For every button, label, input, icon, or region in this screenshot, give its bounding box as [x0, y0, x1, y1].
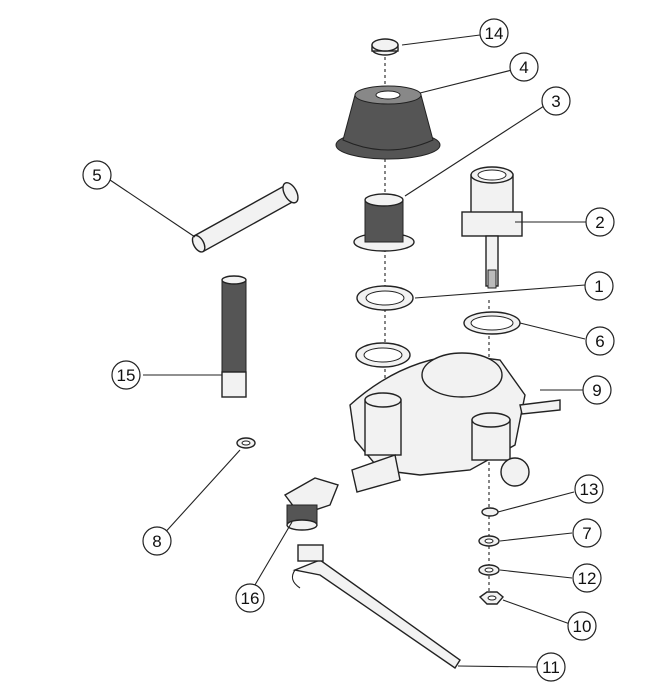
callout-number: 4 [519, 58, 528, 77]
callout-10: 10 [567, 611, 597, 641]
column-seal [355, 342, 411, 368]
callout-number: 8 [152, 532, 161, 551]
callout-circle [541, 86, 571, 116]
part-7-washer [478, 535, 500, 547]
callout-3: 3 [541, 86, 571, 116]
callout-number: 16 [241, 589, 260, 608]
callout-1: 1 [584, 271, 614, 301]
callout-11: 11 [536, 652, 566, 682]
callout-16: 16 [235, 583, 265, 613]
callout-circle [582, 375, 612, 405]
callout-circle [479, 18, 509, 48]
part-10-nut [478, 591, 504, 605]
callout-number: 15 [117, 366, 136, 385]
callout-14: 14 [479, 18, 509, 48]
callout-12: 12 [572, 563, 602, 593]
part-6-o-ring [463, 311, 521, 335]
callout-7: 7 [572, 518, 602, 548]
callout-number: 1 [594, 277, 603, 296]
callout-number: 10 [573, 617, 592, 636]
callout-number: 12 [578, 569, 597, 588]
callout-number: 9 [592, 381, 601, 400]
callout-circle [235, 583, 265, 613]
callout-8: 8 [142, 526, 172, 556]
part-15-hose [221, 275, 247, 398]
leader-lines [109, 34, 587, 668]
part-12-washer [478, 564, 500, 576]
callout-circle [536, 652, 566, 682]
part-11-heating-element [291, 544, 461, 669]
callout-number: 2 [595, 213, 604, 232]
callout-circle [567, 611, 597, 641]
callout-number: 13 [580, 480, 599, 499]
part-4-strainer-basket [335, 85, 441, 160]
callout-circle [509, 52, 539, 82]
part-3-filter-insert [353, 193, 415, 252]
part-13-washer [481, 507, 499, 517]
callout-circle [82, 160, 112, 190]
callout-circle [572, 563, 602, 593]
callout-circle [142, 526, 172, 556]
callout-6: 6 [585, 326, 615, 356]
part-2-valve [461, 166, 523, 289]
callout-4: 4 [509, 52, 539, 82]
callout-13: 13 [574, 474, 604, 504]
callout-circle [585, 326, 615, 356]
part-14-cap [371, 38, 399, 56]
callout-number: 3 [551, 92, 560, 111]
part-5-tube [191, 182, 299, 253]
callout-15: 15 [111, 360, 141, 390]
callout-circle [584, 271, 614, 301]
part-8-washer [236, 437, 256, 449]
part-1-locking-ring [356, 285, 414, 311]
callout-circle [585, 207, 615, 237]
callout-number: 5 [92, 166, 101, 185]
callout-2: 2 [585, 207, 615, 237]
callout-circle [572, 518, 602, 548]
callout-number: 11 [542, 658, 560, 677]
callout-number: 6 [595, 332, 604, 351]
callout-number: 7 [582, 524, 591, 543]
callout-circle [111, 360, 141, 390]
pump-body [349, 352, 561, 493]
callout-number: 14 [485, 24, 504, 43]
callout-circle [574, 474, 604, 504]
callout-5: 5 [82, 160, 112, 190]
part-16-connector [283, 477, 339, 531]
callout-9: 9 [582, 375, 612, 405]
